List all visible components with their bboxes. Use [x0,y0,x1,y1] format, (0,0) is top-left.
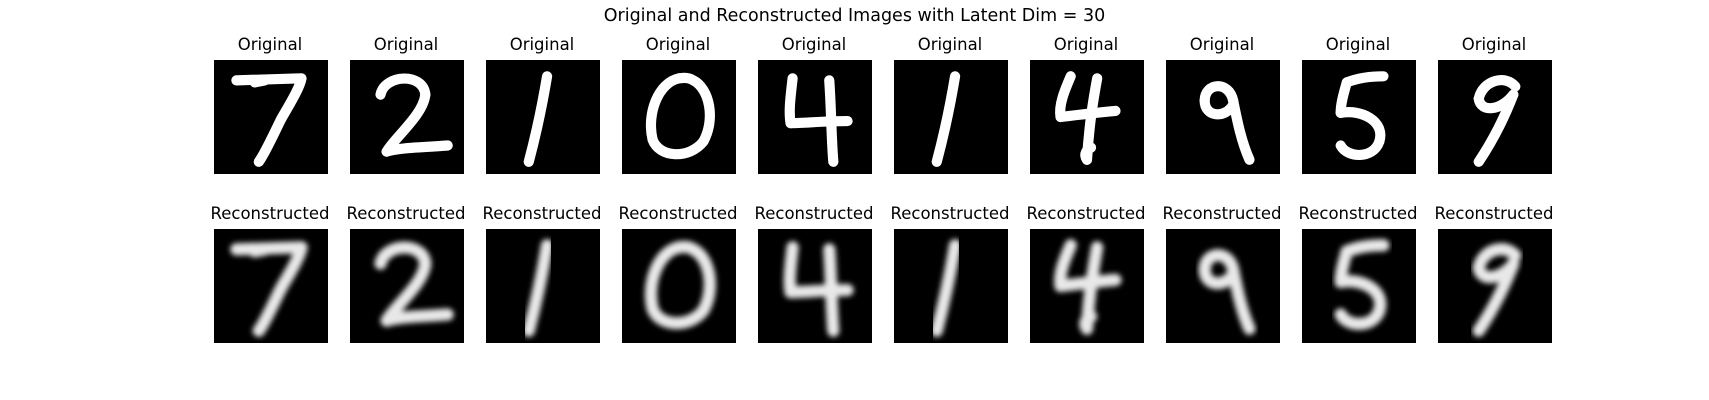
reconstructed-digit-4-image [1030,229,1144,343]
original-panel: Original [1006,34,1166,194]
original-panel: Original [326,34,486,194]
original-digit-9-image [1438,60,1552,174]
original-digit-1-image [486,60,600,174]
reconstructed-panel: Reconstructed [1142,203,1302,363]
reconstructed-panel-title: Reconstructed [1026,204,1146,223]
original-panel-title: Original [1189,35,1255,54]
original-panel-title: Original [645,35,711,54]
original-digit-4-image [758,60,872,174]
reconstructed-panel: Reconstructed [598,203,758,363]
reconstructed-digit-4-image [758,229,872,343]
original-panel-title: Original [781,35,847,54]
original-digit-2-image [350,60,464,174]
reconstructed-digit-1-image [486,229,600,343]
reconstructed-panel-title: Reconstructed [1298,204,1418,223]
reconstructed-panel-title: Reconstructed [890,204,1010,223]
reconstructed-digit-7-image [214,229,328,343]
original-panel-title: Original [509,35,575,54]
original-panel-title: Original [1325,35,1391,54]
reconstructed-digit-0-image [622,229,736,343]
reconstructed-digit-9-image [1438,229,1552,343]
reconstructed-panel-title: Reconstructed [346,204,466,223]
reconstructed-panel-title: Reconstructed [618,204,738,223]
reconstructed-panel-title: Reconstructed [1434,204,1554,223]
reconstructed-panel-title: Reconstructed [482,204,602,223]
reconstructed-panel: Reconstructed [734,203,894,363]
original-row: Original Original Original Original Original… [0,34,1709,194]
original-digit-7-image [214,60,328,174]
original-digit-4-image [1030,60,1144,174]
original-panel-title: Original [237,35,303,54]
original-panel: Original [598,34,758,194]
reconstructed-panel: Reconstructed [462,203,622,363]
original-panel: Original [462,34,622,194]
figure-suptitle: Original and Reconstructed Images with L… [603,6,1106,26]
original-panel-title: Original [373,35,439,54]
original-digit-9-image [1166,60,1280,174]
original-digit-5-image [1302,60,1416,174]
reconstructed-digit-2-image [350,229,464,343]
reconstructed-panel-title: Reconstructed [210,204,330,223]
original-panel-title: Original [1461,35,1527,54]
original-digit-0-image [622,60,736,174]
reconstructed-digit-5-image [1302,229,1416,343]
original-panel: Original [734,34,894,194]
reconstructed-row: Reconstructed Reconstructed Reconstructed R… [0,203,1709,363]
reconstructed-panel-title: Reconstructed [754,204,874,223]
reconstructed-panel-title: Reconstructed [1162,204,1282,223]
reconstructed-panel: Reconstructed [326,203,486,363]
original-panel-title: Original [917,35,983,54]
reconstructed-panel: Reconstructed [1006,203,1166,363]
reconstructed-panel: Reconstructed [870,203,1030,363]
original-panel: Original [1278,34,1438,194]
reconstructed-panel: Reconstructed [190,203,350,363]
reconstructed-digit-9-image [1166,229,1280,343]
original-panel: Original [1142,34,1302,194]
original-digit-1-image [894,60,1008,174]
original-panel-title: Original [1053,35,1119,54]
original-panel: Original [190,34,350,194]
reconstructed-panel: Reconstructed [1278,203,1438,363]
reconstructed-panel: Reconstructed [1414,203,1574,363]
original-panel: Original [870,34,1030,194]
reconstructed-digit-1-image [894,229,1008,343]
original-panel: Original [1414,34,1574,194]
